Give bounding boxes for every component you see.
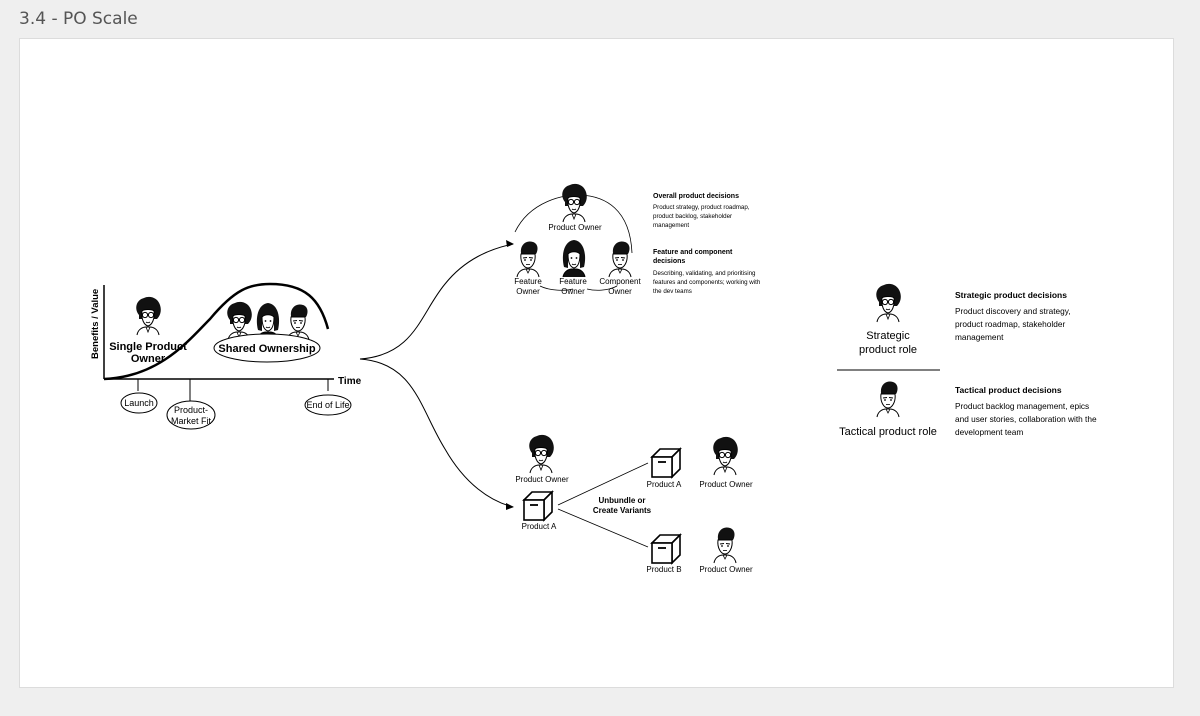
page-title: 3.4 - PO Scale xyxy=(19,9,138,29)
lifecycle-curve xyxy=(103,282,330,381)
roles-group: Strategic product role Tactical product … xyxy=(837,283,1097,438)
arrow-head-icon xyxy=(506,503,514,510)
box-icon xyxy=(523,491,553,521)
feature-decisions-line3: the dev teams xyxy=(653,288,692,295)
component-owner-icon xyxy=(608,240,632,278)
product-a2-label: Product A xyxy=(647,480,682,489)
product-a-owner-icon xyxy=(712,436,739,476)
feature-decisions-title-line2: decisions xyxy=(653,258,685,265)
unbundle-label-line1: Unbundle or xyxy=(598,496,645,505)
overall-decisions-title: Overall product decisions xyxy=(653,193,739,200)
product-a-owner-label: Product Owner xyxy=(699,480,753,489)
shared-person-3-icon xyxy=(286,303,310,341)
team-arc-bottom xyxy=(539,285,618,291)
milestone-launch-oval xyxy=(120,392,158,414)
feature-team-group: Product Owner Feature Owner Feature Owne… xyxy=(514,183,761,296)
strategic-decisions-line1: Product discovery and strategy, xyxy=(955,306,1071,316)
overall-decisions-line3: management xyxy=(653,222,689,229)
shared-ownership-label: Shared Ownership xyxy=(218,343,315,355)
single-owner-label-line2: Owner xyxy=(131,353,166,365)
tactical-decisions-line3: development team xyxy=(955,427,1023,437)
variant-line-up xyxy=(557,462,649,506)
strategic-role-label-line2: product role xyxy=(859,344,917,356)
strategic-person-icon xyxy=(875,283,902,323)
variants-group: Product Owner Product A Unbundle or Crea… xyxy=(515,434,753,574)
single-owner-person-icon xyxy=(135,296,162,336)
product-b-owner-icon xyxy=(713,526,737,564)
y-axis-label: Benefits / Value xyxy=(90,289,101,359)
milestone-pmf-label-line2: Market Fit xyxy=(171,416,212,426)
strategic-decisions-title: Strategic product decisions xyxy=(955,290,1067,300)
tactical-role-label: Tactical product role xyxy=(839,426,937,438)
milestone-pmf-oval xyxy=(166,400,216,430)
tactical-decisions-title: Tactical product decisions xyxy=(955,385,1062,395)
shared-ownership-oval xyxy=(213,333,321,363)
tactical-decisions-line2: and user stories, collaboration with the xyxy=(955,414,1097,424)
diagram-canvas[interactable]: Benefits / Value Time Single Product Own… xyxy=(19,38,1174,688)
tactical-person-icon xyxy=(876,380,900,418)
lifecycle-chart: Benefits / Value Time Single Product Own… xyxy=(90,282,362,430)
variant-product-owner-icon xyxy=(528,434,555,474)
single-owner-label-line1: Single Product xyxy=(109,341,187,353)
product-b-label: Product B xyxy=(646,565,681,574)
arrow-head-icon xyxy=(506,240,514,247)
box-icon xyxy=(651,448,681,478)
product-a-label: Product A xyxy=(522,522,557,531)
feature-decisions-line2: features and components; working with xyxy=(653,279,761,286)
feature-decisions-title-line1: Feature and component xyxy=(653,249,733,256)
branch-arrow-up xyxy=(359,243,514,360)
tactical-decisions-line1: Product backlog management, epics xyxy=(955,401,1089,411)
feature-owner-1-icon xyxy=(516,240,540,278)
milestone-eol-oval xyxy=(304,394,352,416)
strategic-role-label-line1: Strategic xyxy=(866,330,910,342)
strategic-decisions-line2: product roadmap, stakeholder xyxy=(955,319,1065,329)
unbundle-label-line2: Create Variants xyxy=(593,506,652,515)
milestone-launch-label: Launch xyxy=(124,398,154,408)
component-owner-label-line2: Owner xyxy=(608,287,632,296)
product-owner-label: Product Owner xyxy=(548,223,602,232)
product-owner-icon xyxy=(561,183,588,223)
box-icon xyxy=(651,534,681,564)
feature-owner-2-icon xyxy=(562,239,586,278)
variant-product-owner-label: Product Owner xyxy=(515,475,569,484)
x-axis-label: Time xyxy=(338,376,362,387)
feature-owner-2-label-line1: Feature xyxy=(559,277,587,286)
feature-owner-2-label-line2: Owner xyxy=(561,287,585,296)
milestone-eol-label: End of Life xyxy=(306,400,349,410)
branch-arrows xyxy=(359,240,514,510)
milestone-pmf-label-line1: Product- xyxy=(174,405,208,415)
component-owner-label-line1: Component xyxy=(599,277,641,286)
overall-decisions-line1: Product strategy, product roadmap, xyxy=(653,204,750,211)
branch-arrow-down xyxy=(359,358,514,508)
variant-line-down xyxy=(557,508,649,548)
shared-person-1-icon xyxy=(226,301,253,341)
overall-decisions-line2: product backlog, stakeholder xyxy=(653,213,732,220)
strategic-decisions-line3: management xyxy=(955,332,1004,342)
feature-decisions-line1: Describing, validating, and prioritising xyxy=(653,270,756,277)
feature-owner-1-label-line1: Feature xyxy=(514,277,542,286)
feature-owner-1-label-line2: Owner xyxy=(516,287,540,296)
product-b-owner-label: Product Owner xyxy=(699,565,753,574)
